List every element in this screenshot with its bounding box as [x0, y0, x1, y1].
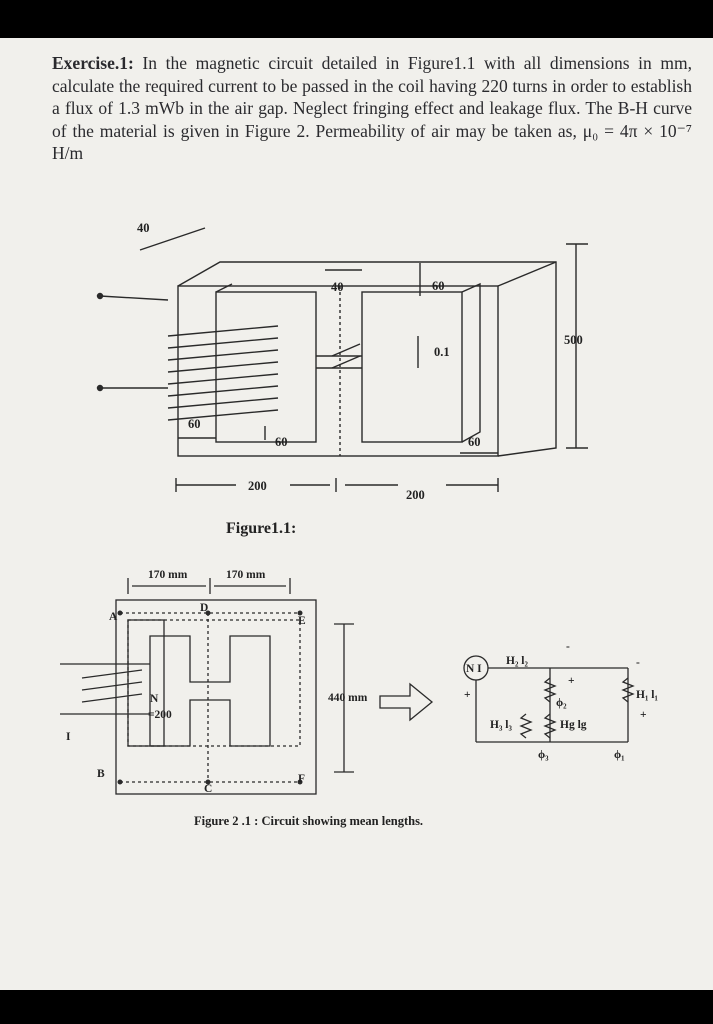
- dim-top-yoke: 60: [432, 279, 445, 293]
- dim-right-leg: 60: [468, 435, 481, 449]
- figure-1-1-diagram: 40 40 60 0.1 500 60 60 60 200 200: [96, 221, 588, 502]
- node-a: A: [109, 611, 118, 623]
- dim-air-gap: 0.1: [434, 345, 450, 359]
- node-e: E: [298, 615, 306, 627]
- circuit-h2l2: H₂ l₂: [506, 655, 528, 667]
- node-d: D: [200, 602, 208, 614]
- dim-left-inner: 60: [275, 435, 288, 449]
- dim-height-440: 440 mm: [328, 692, 368, 704]
- circuit-plus-mid: +: [568, 675, 575, 687]
- dim-right-half: 170 mm: [226, 569, 266, 581]
- circuit-hglg: Hg lg: [560, 719, 587, 731]
- circuit-phi2: ϕ₂: [556, 697, 567, 709]
- circuit-plus-left: +: [464, 689, 471, 701]
- figure-1-1-caption: Figure1.1:: [226, 520, 297, 537]
- dim-left-span: 200: [248, 479, 267, 493]
- circuit-phi1: ϕ₁: [614, 749, 625, 761]
- dim-left-half: 170 mm: [148, 569, 188, 581]
- node-f: F: [298, 773, 305, 785]
- circuit-minus-mid: -: [566, 641, 570, 653]
- figure-2-1-diagram: 170 mm 170 mm 440 mm N =200 I A B C D E …: [60, 569, 658, 795]
- problem-statement: Exercise.1: In the magnetic circuit deta…: [52, 52, 692, 165]
- circuit-source-ni: N I: [466, 663, 482, 675]
- circuit-plus-right: +: [640, 709, 647, 721]
- circuit-h1l1: H₁ l₁: [636, 689, 658, 701]
- paper-page: Exercise.1: In the magnetic circuit deta…: [0, 38, 713, 990]
- figure-2-1-caption: Figure 2 .1 : Circuit showing mean lengt…: [194, 814, 424, 828]
- node-c: C: [204, 783, 212, 795]
- circuit-h3l3: H₃ l₃: [490, 719, 512, 731]
- exercise-text: In the magnetic circuit detailed in Figu…: [52, 53, 692, 163]
- dim-top-width: 40: [137, 221, 150, 235]
- coil-n-label: N: [150, 693, 159, 705]
- exercise-label: Exercise.1:: [52, 53, 134, 73]
- node-b: B: [97, 768, 105, 780]
- current-label: I: [66, 731, 71, 743]
- circuit-minus-right: -: [636, 657, 640, 669]
- circuit-phi3: ϕ₃: [538, 749, 549, 761]
- dim-right-span: 200: [406, 488, 425, 502]
- coil-turns-value: =200: [148, 709, 172, 721]
- dim-center-width: 40: [331, 280, 344, 294]
- dim-left-leg: 60: [188, 417, 201, 431]
- dim-height: 500: [564, 333, 583, 347]
